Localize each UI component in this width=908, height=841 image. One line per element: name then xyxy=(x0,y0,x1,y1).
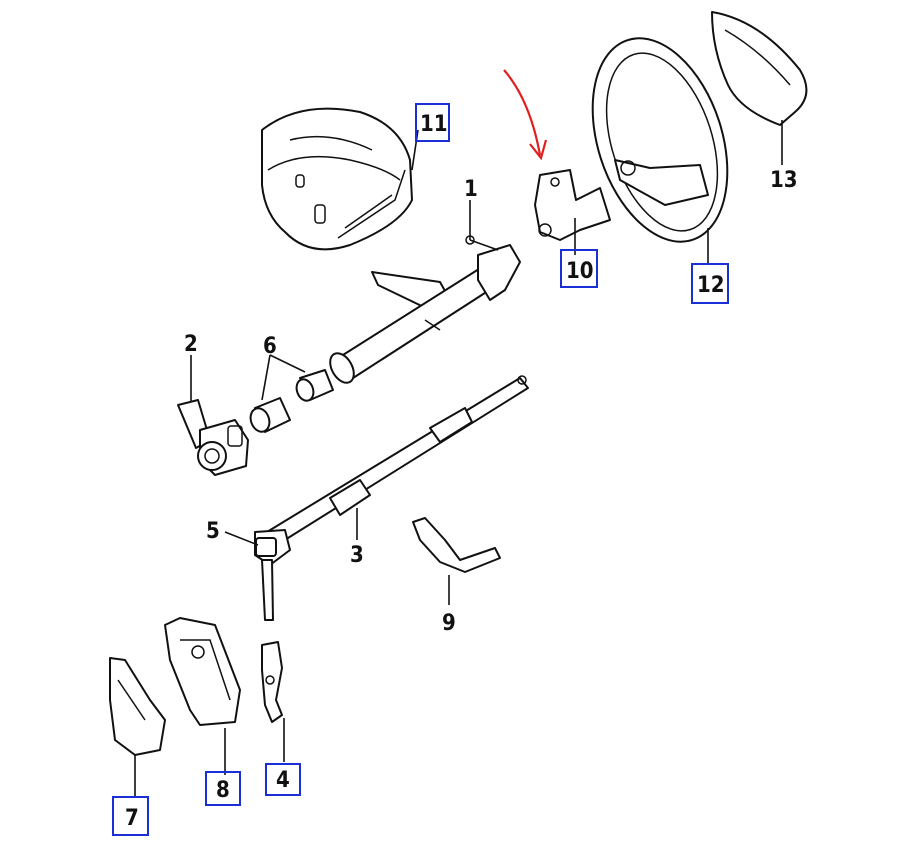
callout-7: 7 xyxy=(125,806,139,831)
box-8 xyxy=(205,771,241,806)
part-4-lower-joint xyxy=(261,641,283,723)
part-11-column-cover xyxy=(261,107,413,251)
callout-6: 6 xyxy=(263,334,277,359)
callout-10: 10 xyxy=(566,259,594,284)
leader-lines xyxy=(134,120,783,798)
box-11 xyxy=(415,103,450,142)
part-10-bracket xyxy=(534,169,611,241)
part-5-joint xyxy=(255,537,277,557)
part-8-lower-cover xyxy=(164,617,241,726)
callout-12: 12 xyxy=(697,273,725,298)
callout-3: 3 xyxy=(350,543,364,568)
part-1-column-tube xyxy=(329,235,521,384)
callout-9: 9 xyxy=(442,611,456,636)
box-7 xyxy=(112,796,149,836)
part-7-boot xyxy=(109,657,166,756)
box-4 xyxy=(265,763,301,796)
callout-8: 8 xyxy=(216,778,230,803)
box-12 xyxy=(691,263,729,304)
box-10 xyxy=(560,249,598,288)
part-12-steering-wheel xyxy=(591,37,729,243)
red-arrow-annotation xyxy=(503,69,548,161)
callout-11: 11 xyxy=(420,112,448,137)
callout-2: 2 xyxy=(184,332,198,357)
part-2-lock-housing xyxy=(177,399,249,476)
part-13-horn-pad xyxy=(711,11,808,126)
part-3-steering-shaft xyxy=(254,375,529,621)
callout-5: 5 xyxy=(206,519,220,544)
part-6-bushings xyxy=(249,369,334,433)
highlight-boxes xyxy=(112,103,729,836)
part-9-lever xyxy=(412,517,501,573)
callout-1: 1 xyxy=(464,177,478,202)
callout-4: 4 xyxy=(276,768,290,793)
callout-13: 13 xyxy=(770,168,798,193)
